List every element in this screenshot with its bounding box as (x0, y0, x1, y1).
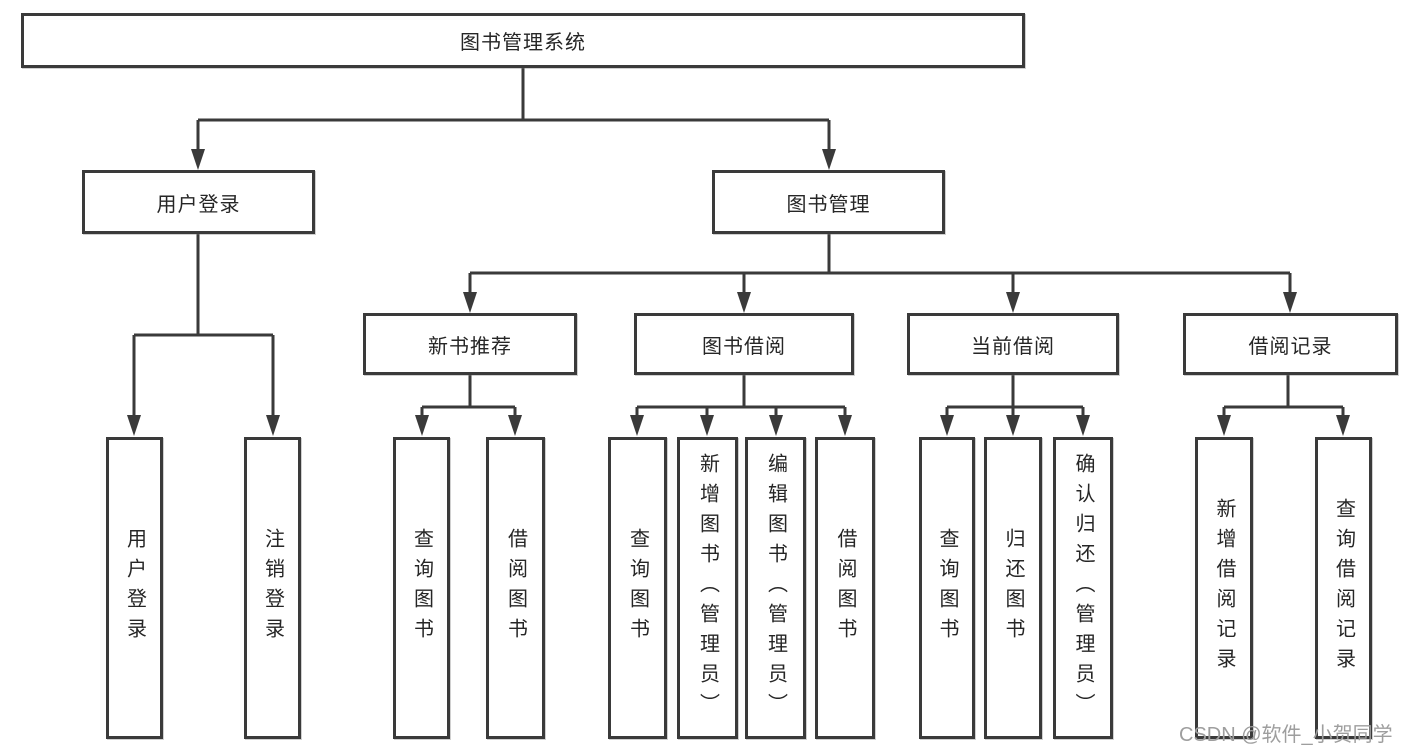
node-book-management: 图书管理 (712, 170, 945, 234)
arrowheads (127, 149, 1350, 436)
leaf-borrow-books-2-label: 借阅图书 (834, 528, 856, 648)
leaf-query-books-2: 查询图书 (608, 437, 667, 739)
leaf-query-borrow-record-label: 查询借阅记录 (1332, 498, 1355, 678)
leaf-edit-books-admin-label: 编辑图书（管理员） (764, 453, 787, 723)
leaf-borrow-books-1: 借阅图书 (486, 437, 545, 739)
node-user-login: 用户登录 (82, 170, 315, 234)
leaf-user-login-label: 用户登录 (123, 528, 146, 648)
leaf-borrow-books-1-label: 借阅图书 (504, 528, 527, 648)
leaf-query-borrow-record: 查询借阅记录 (1315, 437, 1372, 739)
leaf-add-books-admin-label: 新增图书（管理员） (696, 453, 719, 723)
leaf-add-books-admin: 新增图书（管理员） (677, 437, 738, 739)
leaf-return-books-label: 归还图书 (1002, 528, 1024, 648)
node-new-book-recommend: 新书推荐 (363, 313, 577, 375)
leaf-edit-books-admin: 编辑图书（管理员） (745, 437, 806, 739)
leaf-add-borrow-record: 新增借阅记录 (1195, 437, 1253, 739)
leaf-return-books: 归还图书 (984, 437, 1042, 739)
leaf-query-books-3-label: 查询图书 (936, 528, 958, 648)
leaf-confirm-return-admin-label: 确认归还（管理员） (1072, 453, 1094, 723)
leaf-borrow-books-2: 借阅图书 (815, 437, 875, 739)
leaf-logout: 注销登录 (244, 437, 301, 739)
leaf-query-books-2-label: 查询图书 (626, 528, 649, 648)
leaf-query-books-1: 查询图书 (393, 437, 450, 739)
leaf-user-login: 用户登录 (106, 437, 163, 739)
leaf-logout-label: 注销登录 (261, 528, 284, 648)
watermark: CSDN @软件_小贺同学 (1179, 724, 1393, 746)
node-current-borrow: 当前借阅 (907, 313, 1119, 375)
node-root: 图书管理系统 (21, 13, 1025, 68)
leaf-confirm-return-admin: 确认归还（管理员） (1053, 437, 1113, 739)
leaf-query-books-3: 查询图书 (919, 437, 975, 739)
node-book-borrow: 图书借阅 (634, 313, 854, 375)
leaf-query-books-1-label: 查询图书 (410, 528, 433, 648)
node-borrow-records: 借阅记录 (1183, 313, 1398, 375)
leaf-add-borrow-record-label: 新增借阅记录 (1213, 498, 1235, 678)
